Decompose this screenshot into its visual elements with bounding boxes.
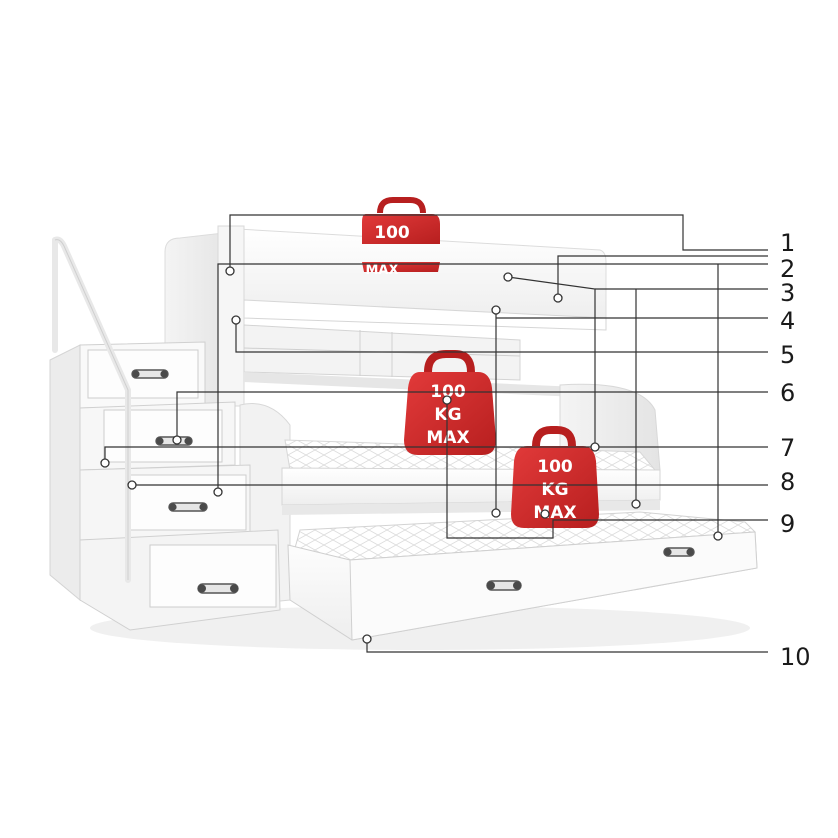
leader-7 (104, 446, 768, 463)
weight-lower-line-2: KG (541, 480, 568, 500)
leader-2b (557, 255, 768, 298)
leader-2 (217, 263, 768, 536)
stair-drawer-4 (149, 544, 277, 608)
leader-4 (495, 310, 768, 513)
callout-10: 10 (780, 643, 811, 671)
leader-lines (104, 214, 768, 653)
callout-9: 9 (780, 510, 795, 538)
weight-middle-line-3: MAX (426, 428, 469, 448)
callout-2: 2 (780, 255, 795, 283)
weight-middle-line-2: KG (434, 405, 461, 425)
callout-numbers: 1 2 3 4 5 6 7 8 9 10 (780, 229, 811, 671)
trundle-bed (287, 511, 758, 641)
callout-3: 3 (780, 279, 795, 307)
leader-9 (446, 400, 768, 539)
leader-1 (229, 214, 768, 271)
anchor-dots (100, 266, 723, 644)
trundle-handle-right (663, 547, 695, 557)
leader-5 (235, 320, 768, 353)
weight-icon-middle: 100 KG MAX (404, 350, 496, 455)
weight-upper-line-1: 100 (374, 223, 410, 243)
weight-icon-upper: 100 MAX (362, 197, 440, 278)
weight-lower-line-1: 100 (537, 457, 573, 477)
weight-upper-line-2: MAX (365, 263, 398, 278)
leader-3 (507, 276, 768, 504)
callout-8: 8 (780, 468, 795, 496)
leader-6 (176, 391, 768, 440)
staircase (49, 236, 281, 631)
callout-7: 7 (780, 434, 795, 462)
callout-1: 1 (780, 229, 795, 257)
trundle-handle-center (486, 580, 522, 591)
callout-4: 4 (780, 307, 795, 335)
stair-drawer-2 (103, 409, 223, 463)
callout-5: 5 (780, 341, 795, 369)
callout-6: 6 (780, 379, 795, 407)
